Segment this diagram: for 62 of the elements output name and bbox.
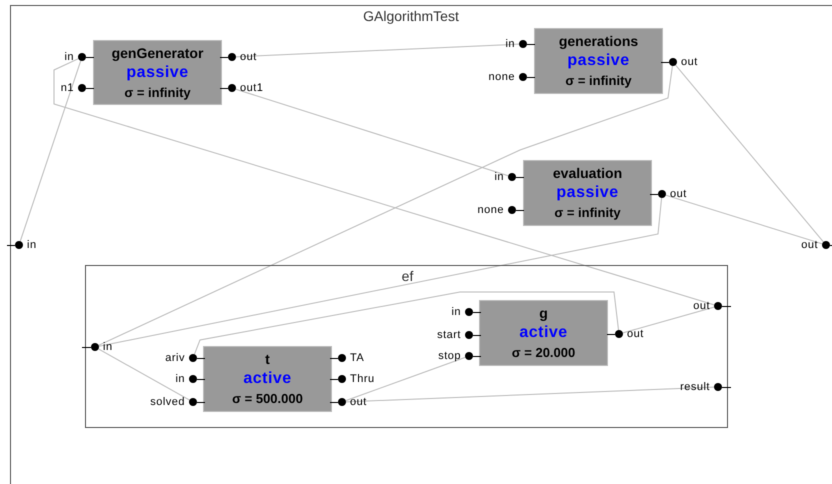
port-label: start [437,329,461,341]
atomic-model-box [534,28,663,94]
port-label: stop [438,350,461,362]
port-label: in [175,373,185,385]
port-label: in [64,51,74,63]
port-label: out [627,328,644,340]
model-name: t [265,350,270,369]
atomic-model-box [203,346,332,412]
atomic-model-box [479,300,608,366]
frame-title: GAlgorithmTest [362,7,460,25]
model-frame [85,265,728,428]
port-label: TA [350,352,364,364]
connector-line [675,64,824,242]
sigma-value: σ = infinity [124,84,191,102]
port-label: Thru [350,373,375,385]
connector-line [54,58,715,306]
connector-line [235,88,509,176]
model-name: g [539,304,548,323]
port-label: solved [150,396,185,408]
sigma-value: σ = 20.000 [512,344,576,362]
model-name: evaluation [552,164,622,183]
connector-line [98,348,190,401]
frame-title: ef [400,267,414,285]
port-label: n1 [60,82,74,94]
connector-line [622,306,715,334]
port-label: out [240,51,257,63]
model-state: passive [567,51,630,71]
port-label: in [103,341,113,353]
model-state: active [519,323,568,343]
port-label: in [27,239,37,251]
port-label: out [801,239,818,251]
port-label: in [494,171,504,183]
sigma-value: σ = infinity [554,204,621,222]
connector-line [236,44,520,58]
model-frame [10,5,832,484]
port-label: out [681,56,698,68]
atomic-model-box [93,40,222,105]
port-label: none [478,204,504,216]
port-label: out [693,300,710,312]
sigma-value: σ = 500.000 [232,390,303,408]
connector-line [98,197,662,347]
model-name: genGenerator [112,44,204,62]
port-label: out [350,396,367,408]
connector-line [345,356,466,402]
sigma-value: σ = infinity [565,72,632,90]
port-label: in [505,38,515,50]
model-state: active [243,369,292,389]
connector-line [665,194,823,244]
port-label: in [451,306,461,318]
port-label: out [670,188,687,200]
atomic-model-box [523,160,652,226]
port-label: result [680,381,710,393]
model-state: passive [126,62,189,82]
model-name: generations [558,32,638,51]
model-state: passive [556,183,619,203]
connector-line [20,60,82,242]
connector-line [194,292,620,355]
port-label: ariv [165,352,185,364]
connector-line [98,65,673,346]
port-label: out1 [240,82,264,94]
port-label: none [488,71,515,83]
connector-line [346,386,714,402]
